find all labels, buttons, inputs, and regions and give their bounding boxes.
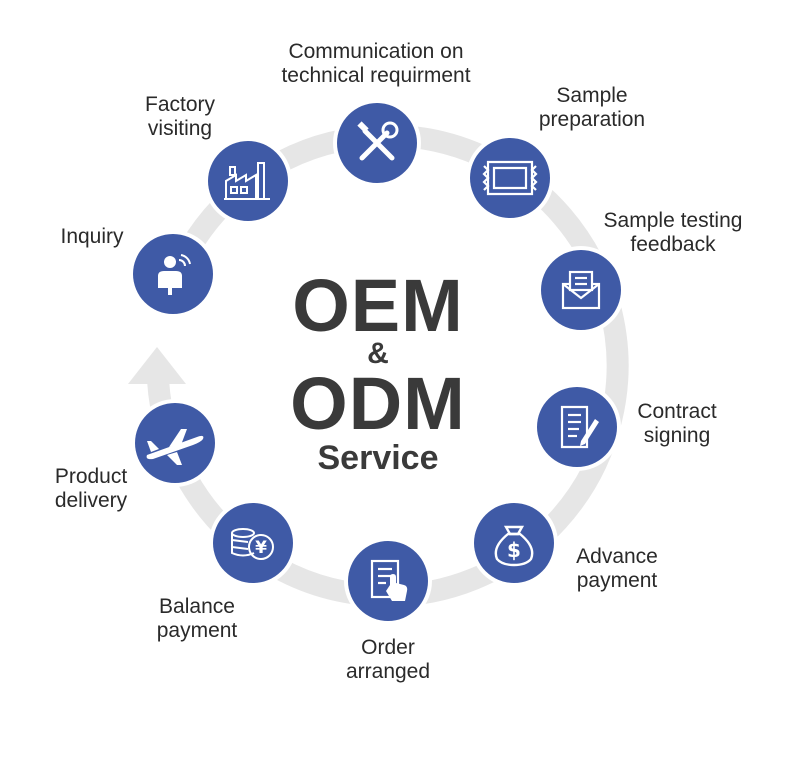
step-label-line: Advance: [576, 545, 658, 568]
center-title-odm: ODM: [290, 362, 466, 445]
tools-icon: [357, 121, 399, 161]
step-node-circle: [537, 387, 617, 467]
order-form-icon: [370, 559, 408, 601]
step-node-advance: $: [470, 499, 558, 587]
step-label-line: Contract: [637, 400, 717, 423]
factory-icon: [224, 162, 270, 200]
envelope-icon: [561, 270, 601, 310]
step-label-line: payment: [576, 569, 658, 592]
step-node-delivery: [131, 399, 219, 487]
step-node-contract: [533, 383, 621, 471]
step-node-balance: ¥: [209, 499, 297, 587]
center-ampersand: &: [367, 337, 389, 370]
step-label-line: delivery: [54, 489, 128, 512]
step-label-line: arranged: [345, 660, 431, 683]
svg-text:$: $: [507, 538, 521, 562]
step-label-line: Factory: [144, 93, 216, 116]
step-node-sample-prep: [466, 134, 554, 222]
center-title-oem: OEM: [292, 264, 464, 347]
step-node-circle: [474, 503, 554, 583]
step-node-inquiry: [129, 230, 217, 318]
step-label-line: Order: [361, 636, 415, 659]
person-signal-icon: [158, 254, 191, 295]
document-pen-icon: [560, 405, 599, 449]
step-label-line: Balance: [159, 595, 235, 618]
step-node-factory: [204, 137, 292, 225]
step-label-line: preparation: [538, 108, 646, 131]
step-label-line: Sample testing: [603, 209, 743, 232]
step-label-line: feedback: [630, 233, 716, 256]
step-node-sample-test: [537, 246, 625, 334]
step-node-circle: [348, 541, 428, 621]
step-label-line: visiting: [147, 117, 213, 140]
step-label-line: technical requirment: [281, 64, 471, 87]
step-label-line: payment: [156, 619, 238, 642]
step-label-line: Inquiry: [60, 225, 124, 248]
step-label-inquiry: Inquiry: [60, 225, 123, 249]
step-label-line: Communication on: [288, 40, 464, 63]
airplane-icon: [146, 429, 204, 465]
cycle-arrow-head: [128, 347, 186, 384]
step-node-communication: [333, 99, 421, 187]
package-icon: [482, 160, 538, 196]
step-node-circle: [213, 503, 293, 583]
svg-text:¥: ¥: [255, 538, 267, 558]
step-label-line: signing: [643, 424, 711, 447]
step-node-order: [344, 537, 432, 625]
money-bag-icon: $: [494, 525, 534, 567]
center-subtitle: Service: [317, 439, 439, 477]
coins-yen-icon: ¥: [231, 528, 274, 560]
step-label-line: Sample: [556, 84, 628, 107]
step-node-circle: [470, 138, 550, 218]
step-node-circle: [208, 141, 288, 221]
step-label-line: Product: [54, 465, 128, 488]
